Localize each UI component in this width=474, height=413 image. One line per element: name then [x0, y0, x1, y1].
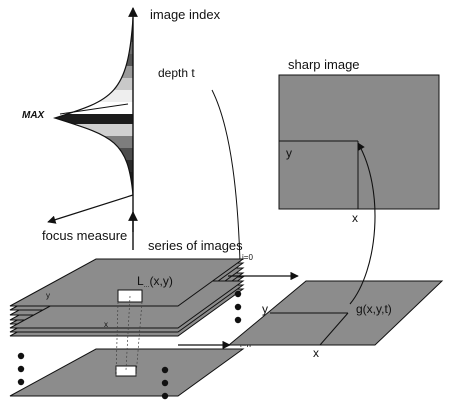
- small-y-label: y: [46, 291, 50, 300]
- projection-lines: [115, 295, 143, 377]
- i-zero-label: i=0: [242, 253, 253, 262]
- sharp-image-label: sharp image: [288, 57, 360, 72]
- gxyt-label: g(x,y,t): [356, 302, 392, 316]
- small-x-label: x: [104, 320, 108, 329]
- pixel-window-bottom: [115, 365, 137, 377]
- image-index-label: image index: [150, 7, 221, 22]
- depth-curve: [211, 89, 241, 263]
- ellipsis-dots: [17, 290, 242, 400]
- result-x-label: x: [313, 346, 319, 360]
- focus-measure-axis: [47, 194, 134, 224]
- sharp-image: [278, 74, 440, 210]
- max-label: MAX: [22, 110, 46, 121]
- sharp-curve-arrow: [349, 142, 376, 305]
- top-image-plane: [9, 258, 245, 307]
- sharp-y-label: y: [286, 146, 292, 160]
- focus-measure-label: focus measure: [42, 228, 127, 243]
- sharp-x-label: x: [352, 211, 358, 225]
- result-y-label: y: [262, 302, 268, 316]
- depth-t-label: depth t: [158, 66, 195, 80]
- lxy-label: L...(x,y): [137, 274, 173, 289]
- series-of-images-label: series of images: [148, 238, 243, 253]
- focus-profile: [53, 17, 134, 196]
